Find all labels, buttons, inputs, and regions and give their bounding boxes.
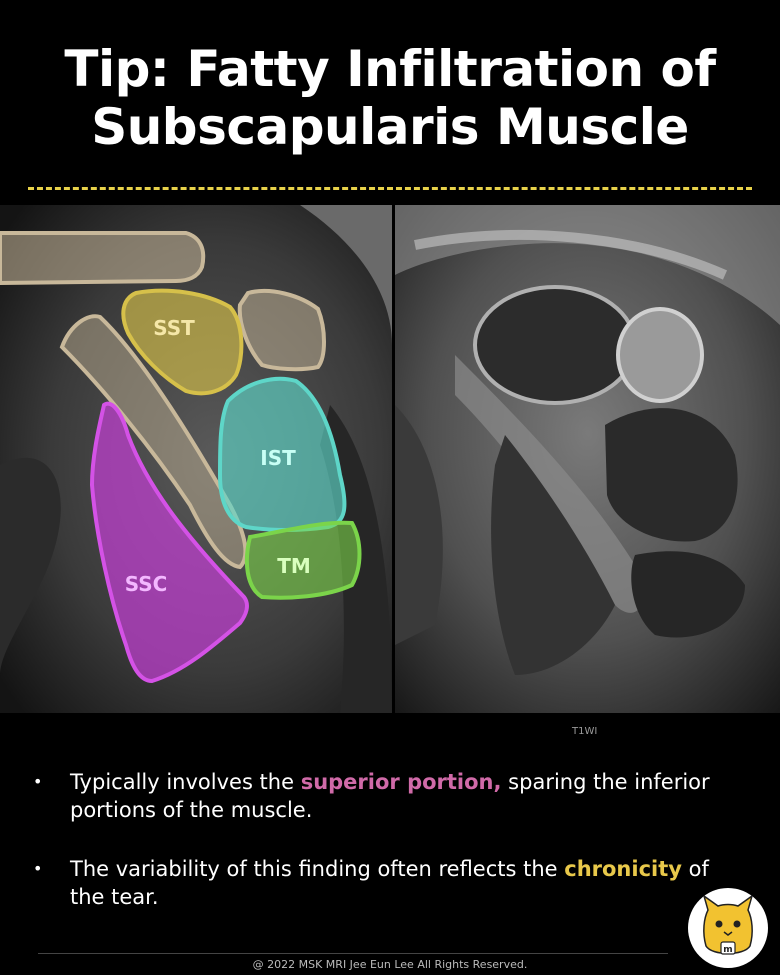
tm-label: TM	[277, 554, 311, 578]
sequence-label: T1WI	[572, 726, 598, 737]
svg-text:m: m	[723, 945, 732, 955]
title-line-1: Tip: Fatty Infiltration of	[64, 40, 716, 98]
bullet-dot: •	[33, 859, 43, 878]
copyright-footer: @ 2022 MSK MRI Jee Eun Lee All Rights Re…	[252, 958, 528, 971]
bullet-text-2: The variability of this finding often re…	[70, 857, 709, 909]
cat-mascot-icon: m	[688, 888, 768, 968]
footer-divider	[38, 953, 668, 954]
scapula-shape	[59, 314, 248, 570]
highlight-superior-portion: superior portion,	[300, 770, 502, 794]
annotated-mri-image: SST IST TM SSC	[0, 205, 392, 713]
title-line-2: Subscapularis Muscle	[91, 98, 689, 156]
tm-region	[244, 520, 362, 600]
raw-mri-svg	[395, 205, 780, 713]
coracoid-shape	[237, 288, 326, 372]
bullet-text-1: Typically involves the superior portion,…	[70, 770, 710, 822]
highlight-chronicity: chronicity	[564, 857, 682, 881]
annotated-mri-svg: SST IST TM SSC	[0, 205, 392, 713]
ssc-region	[89, 401, 249, 684]
sst-region	[121, 288, 244, 396]
raw-mri-image	[395, 205, 780, 713]
page-title: Tip: Fatty Infiltration of Subscapularis…	[0, 40, 780, 156]
sst-label: SST	[153, 316, 195, 340]
dashed-divider	[28, 187, 752, 190]
ssc-label: SSC	[125, 572, 168, 596]
bullet-dot: •	[33, 772, 43, 791]
ist-label: IST	[260, 446, 296, 470]
acromion-shape	[0, 231, 206, 286]
